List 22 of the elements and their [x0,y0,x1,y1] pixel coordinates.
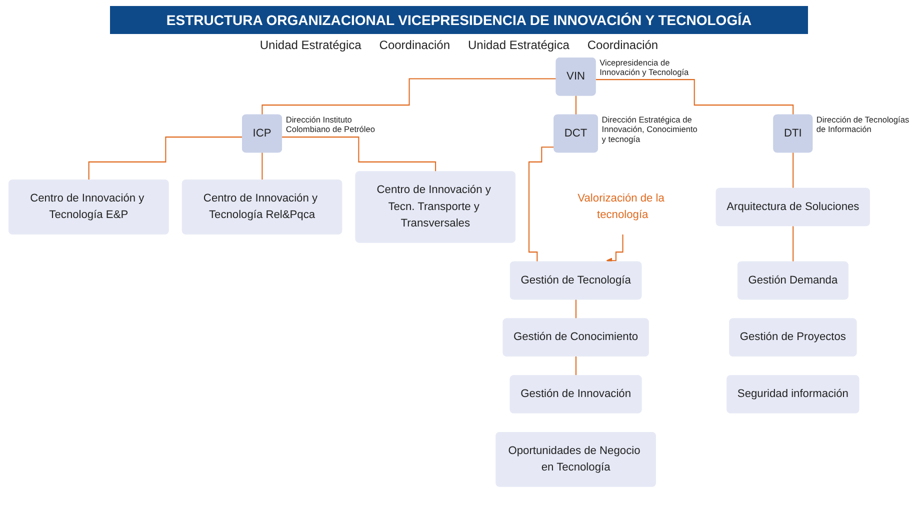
note-label: Coordinación [379,38,450,52]
connector [792,152,794,190]
connector [575,299,577,320]
connector [575,95,577,116]
connector [596,79,794,116]
connector [792,226,794,263]
arrow [606,234,624,264]
connector [282,136,436,172]
unit-caption: Dirección Estratégica de Innovación, Conocimiento y tecnogía [602,114,698,144]
node-text: Valorización de la tecnología [578,192,664,221]
connector [262,78,556,116]
title-banner: ESTRUCTURA ORGANIZACIONAL VICEPRESIDENCIA DE INNOVACIÓN Y TECNOLOGÍA [110,6,808,34]
unit-caption: Dirección de Tecnologías de Información [816,114,910,134]
connector [575,356,577,376]
note-label: Unidad Estratégica [260,38,362,52]
connector [528,146,554,263]
note-label: Coordinación [587,38,658,52]
connector [88,136,243,181]
unit-caption: Vicepresidencia de Innovación y Tecnología [600,58,689,78]
note-label: Unidad Estratégica [468,38,570,52]
connector [262,152,263,181]
unit-caption: Dirección Instituto Colombiano de Petróleo [286,114,376,134]
